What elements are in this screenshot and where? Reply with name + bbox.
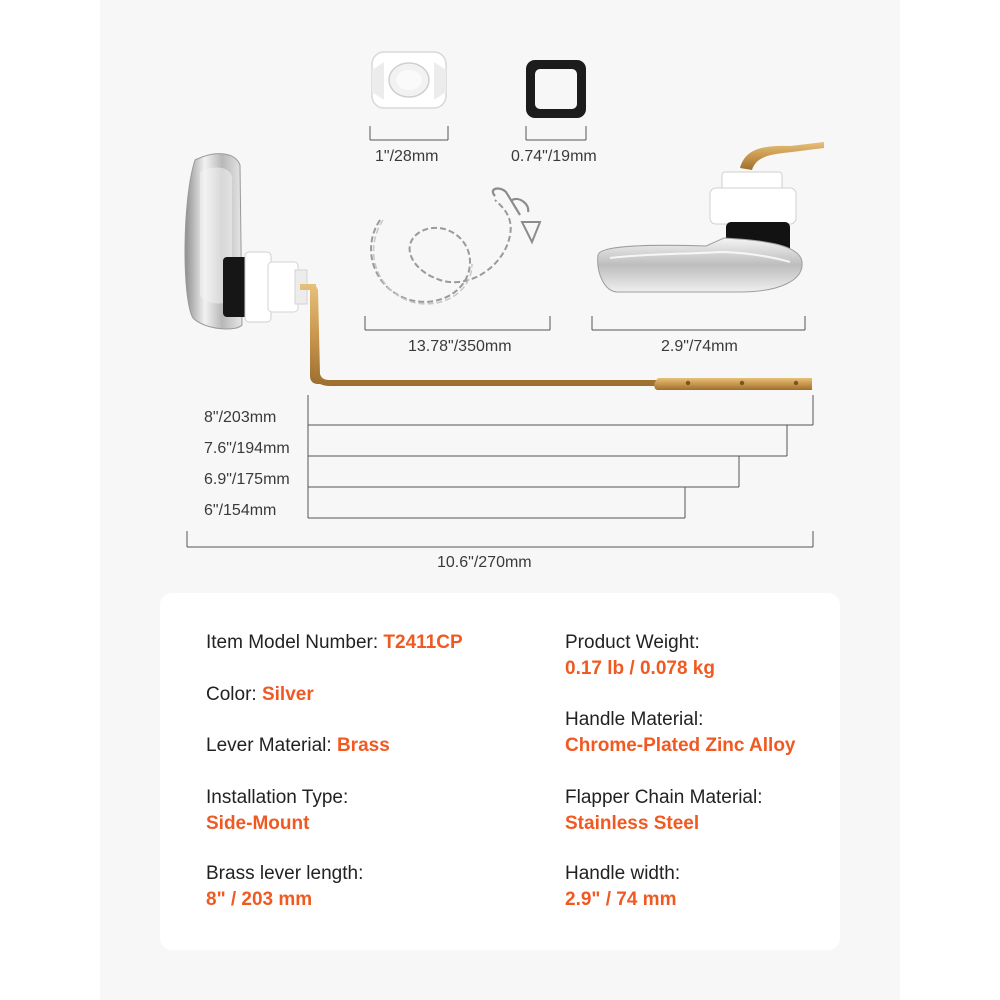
spec-color-value: Silver (261, 684, 314, 705)
spec-chain-material-value: Stainless Steel (565, 813, 700, 834)
spec-color: Color: Silver (206, 682, 314, 708)
spec-weight-label: Product Weight: (565, 632, 700, 653)
spec-model-label: Item Model Number: (206, 632, 384, 653)
handle-width-label: 2.9"/74mm (661, 338, 738, 355)
spec-weight-value: 0.17 lb / 0.078 kg (565, 658, 715, 679)
lever-length-lines (186, 395, 814, 548)
flapper-chain-image (370, 187, 542, 305)
spec-lever-length-value: 8" / 203 mm (206, 889, 313, 910)
spec-weight: Product Weight: 0.17 lb / 0.078 kg (565, 630, 715, 682)
spec-installation-value: Side-Mount (206, 813, 310, 834)
spec-lever-material-label: Lever Material: (206, 735, 337, 756)
rubber-washer-image (526, 60, 586, 118)
dimension-brackets-top (364, 126, 806, 331)
chain-length-label: 13.78"/350mm (408, 338, 512, 355)
spec-lever-material-value: Brass (336, 735, 390, 756)
total-length-label: 10.6"/270mm (437, 554, 532, 571)
lever-length-6in: 6"/154mm (204, 502, 277, 519)
spacer-nut-image (371, 51, 447, 109)
lever-length-6-9in: 6.9"/175mm (204, 471, 290, 488)
washer-size-label: 0.74"/19mm (511, 148, 597, 165)
spec-handle-material-value: Chrome-Plated Zinc Alloy (565, 735, 796, 756)
handle-top-view-image (597, 142, 824, 293)
spacer-size-label: 1"/28mm (375, 148, 439, 165)
spec-installation: Installation Type: Side-Mount (206, 785, 348, 837)
lever-length-7-6in: 7.6"/194mm (204, 440, 290, 457)
spec-handle-material-label: Handle Material: (565, 709, 704, 730)
specs-card (160, 593, 840, 950)
spec-handle-width-label: Handle width: (565, 863, 681, 884)
spec-lever-length: Brass lever length: 8" / 203 mm (206, 861, 363, 913)
spec-model: Item Model Number: T2411CP (206, 630, 463, 656)
lever-length-8in: 8"/203mm (204, 409, 277, 426)
spec-lever-length-label: Brass lever length: (206, 863, 364, 884)
spec-chain-material-label: Flapper Chain Material: (565, 787, 763, 808)
spec-handle-material: Handle Material: Chrome-Plated Zinc Allo… (565, 707, 796, 759)
toilet-handle-lever-image (184, 153, 812, 390)
spec-handle-width: Handle width: 2.9" / 74 mm (565, 861, 680, 913)
spec-handle-width-value: 2.9" / 74 mm (565, 889, 677, 910)
spec-color-label: Color: (206, 684, 262, 705)
product-illustration (184, 51, 824, 548)
spec-chain-material: Flapper Chain Material: Stainless Steel (565, 785, 762, 837)
spec-lever-material: Lever Material: Brass (206, 733, 390, 759)
spec-installation-label: Installation Type: (206, 787, 349, 808)
spec-model-value: T2411CP (383, 632, 463, 653)
